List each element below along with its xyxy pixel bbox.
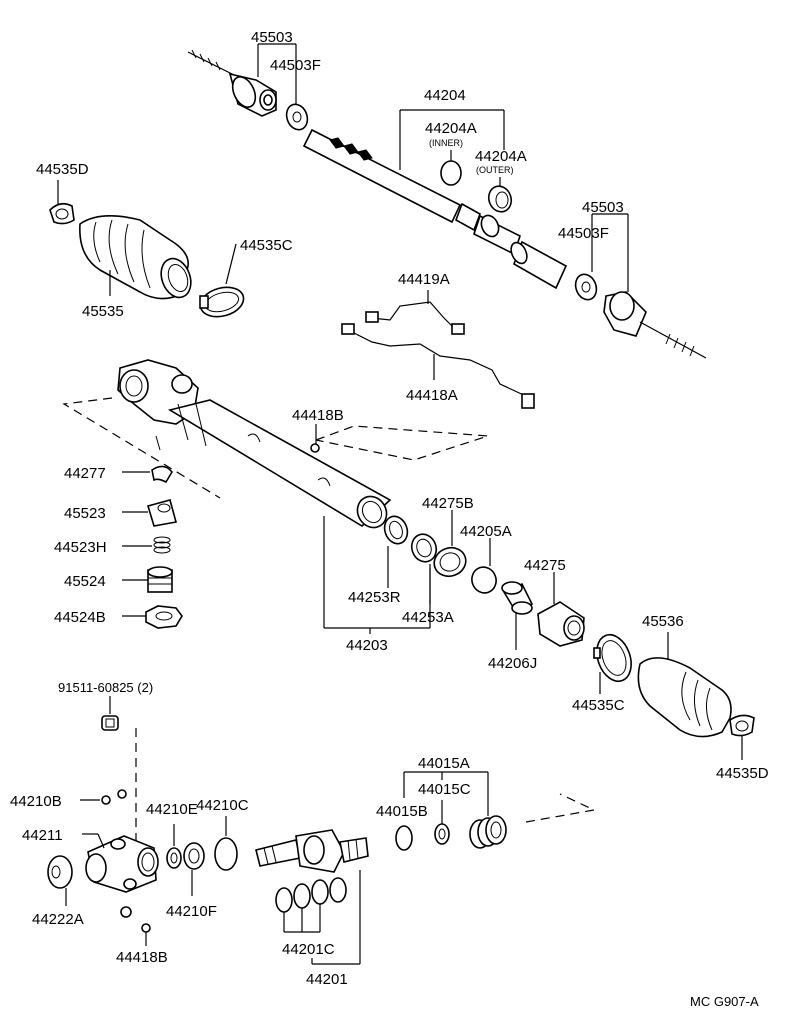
label-44210B: 44210B (10, 793, 62, 810)
seal-44210F (183, 842, 205, 870)
rings-44201C (275, 877, 347, 913)
spring-44523H (153, 536, 171, 554)
label-44210E: 44210E (146, 801, 198, 818)
label-44535C-top: 44535C (240, 237, 293, 254)
bushing-inner (440, 160, 462, 186)
tie-rod-end-right (574, 273, 707, 359)
label-44210C: 44210C (196, 797, 249, 814)
label-44524B: 44524B (54, 609, 106, 626)
label-45535: 45535 (82, 303, 124, 320)
label-44419A: 44419A (398, 271, 450, 288)
cover-44222A (47, 855, 73, 889)
label-44523H: 44523H (54, 539, 107, 556)
rack-guide-45523 (146, 499, 178, 527)
label-44418B-bottom: 44418B (116, 949, 168, 966)
valve-housing-44211 (85, 835, 159, 893)
clamp-44535C-top (199, 286, 245, 318)
label-45503-top: 45503 (251, 29, 293, 46)
bushing-44275B (433, 546, 467, 578)
end-stopper-44275 (537, 601, 585, 647)
seal-44253R (383, 515, 409, 545)
label-44211: 44211 (22, 827, 63, 844)
label-44275B: 44275B (422, 495, 474, 512)
tie-rod-end-left (187, 49, 309, 131)
label-44535C-bottom: 44535C (572, 697, 625, 714)
label-44535D-bottom: 44535D (716, 765, 769, 782)
label-44015A: 44015A (418, 755, 470, 772)
clamp-44535D-top (49, 202, 75, 225)
bushing-outer (487, 185, 513, 213)
seal-44253A (410, 533, 438, 563)
label-44418B-top: 44418B (292, 407, 344, 424)
label-44201: 44201 (306, 971, 348, 988)
label-44015C: 44015C (418, 781, 471, 798)
label-45523: 45523 (64, 505, 106, 522)
rack-guide-44277 (151, 465, 173, 484)
label-44275: 44275 (524, 557, 566, 574)
label-44015B: 44015B (376, 803, 428, 820)
label-91511: 91511-60825 (2) (58, 680, 153, 695)
oring-44015B (395, 825, 413, 851)
label-44203: 44203 (346, 637, 388, 654)
label-inner: (INNER) (429, 138, 463, 148)
clamp-44535D-bottom (729, 714, 755, 737)
pipe-44419A (365, 301, 465, 335)
label-44204A-outer: 44204A (475, 148, 527, 165)
boot-45536 (637, 657, 732, 738)
label-44210F: 44210F (166, 903, 217, 920)
label-45536: 45536 (642, 613, 684, 630)
label-44253A: 44253A (402, 609, 454, 626)
oring-44210C (214, 837, 238, 871)
label-45503-right: 45503 (582, 199, 624, 216)
plug-44418B (120, 906, 132, 918)
oring-44205A (471, 566, 497, 594)
label-44201C: 44201C (282, 941, 335, 958)
locknut-44524B (145, 605, 183, 629)
pipe-44418A (341, 323, 535, 409)
label-44503F-top: 44503F (270, 57, 321, 74)
rack-housing-44203 (117, 359, 392, 529)
label-44503F-right: 44503F (558, 225, 609, 242)
label-outer: (OUTER) (476, 165, 514, 175)
label-44204: 44204 (424, 87, 466, 104)
seal-44210E (166, 847, 182, 869)
bolt-91511 (101, 715, 119, 731)
label-44206J: 44206J (488, 655, 537, 672)
label-44535D-top: 44535D (36, 161, 89, 178)
diagram-code: MC G907-A (690, 994, 759, 1009)
seal-44015C (434, 823, 450, 845)
label-44205A: 44205A (460, 523, 512, 540)
label-44418A: 44418A (406, 387, 458, 404)
bushing-44206J (501, 581, 534, 615)
adjuster-45524 (147, 566, 173, 593)
label-44253R: 44253R (348, 589, 401, 606)
boot-45535 (79, 215, 192, 300)
steering-rack (302, 128, 568, 290)
clamp-44535C-bottom (593, 633, 632, 683)
bolt-44210B (101, 789, 127, 805)
label-44222A: 44222A (32, 911, 84, 928)
seal-set-44015 (469, 815, 507, 849)
label-44204A-inner: 44204A (425, 120, 477, 137)
label-45524: 45524 (64, 573, 106, 590)
valve-shaft-44201 (255, 829, 369, 873)
screw-44418B (310, 443, 320, 453)
label-44277: 44277 (64, 465, 106, 482)
